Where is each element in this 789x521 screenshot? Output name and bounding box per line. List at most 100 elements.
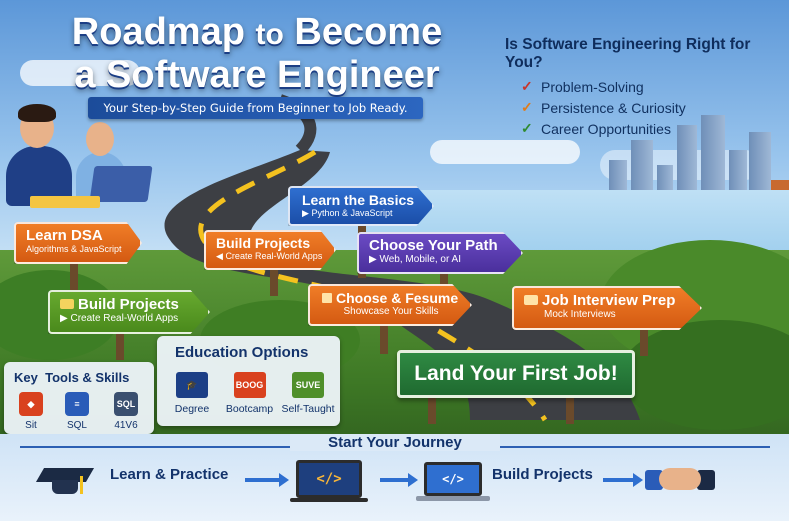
sign-subtitle-text: Web, Mobile, or AI [379,254,462,265]
cloud [430,140,580,164]
subtitle-banner: Your Step-by-Step Guide from Beginner to… [88,97,423,119]
notebook-icon [30,196,100,208]
sign-post [428,390,436,424]
sign-learn-basics: Learn the Basics ▶ Python & JavaScript [288,186,434,226]
fit-item: ✓ Career Opportunities [521,120,785,137]
briefcase-icon [524,295,538,305]
sign-choose-path: Choose Your Path ▶ Web, Mobile, or AI [357,232,523,274]
sign-subtitle: ▶ Python & JavaScript [302,208,422,219]
fit-heading: Is Software Engineering Right for You? [505,36,751,71]
checkmark-icon: ✓ [521,99,533,115]
play-icon: ▶ [60,313,68,324]
tool-label: SQL [66,420,87,431]
sign-land-first-job: Land Your First Job! [397,350,635,398]
sign-subtitle: Mock Interviews [544,309,616,320]
sign-post [640,322,648,356]
tool-label: 41V6 [114,420,138,431]
journey-title: Start Your Journey [290,434,500,451]
sign-title: Choose Your Path [369,237,498,254]
tool-git: ◆ Sit [14,392,48,431]
folder-icon [60,299,74,309]
sign-post [440,268,448,298]
arrow-right-icon [380,473,418,487]
bootcamp-icon: BOOG [233,372,266,398]
tools-heading: Key Tools & Skills [14,370,129,385]
sign-subtitle: Algorithms & JavaScript [26,244,122,254]
sign-subtitle-text: Create Real-World Apps [225,251,323,261]
key-tools-panel: Key Tools & Skills ◆ Sit ≡ SQL SQL 41V6 [4,362,154,434]
sign-post [270,260,278,296]
sign-title-text: Build Projects [78,296,179,313]
git-icon: ◆ [19,392,43,416]
code-glyph: </> [442,472,464,486]
sign-subtitle-text: Create Real-World Apps [70,313,179,324]
education-option-label: Self-Taught [281,403,335,415]
cloud [20,60,140,86]
education-heading: Education Options [175,344,309,361]
sign-title: Choose & Fesume [322,290,460,306]
fit-item-label: Problem-Solving [541,78,644,95]
sign-post [566,390,574,424]
sign-build-projects-left: Build Projects ▶ Create Real-World Apps [48,290,210,334]
sign-subtitle: ◀ Create Real-World Apps [216,251,326,262]
title-word-become: Become [294,11,443,53]
education-option-label: Degree [174,403,210,415]
fit-item: ✓ Persistence & Curiosity [521,99,785,116]
sign-subtitle: ▶ Create Real-World Apps [60,313,198,324]
fit-panel: Is Software Engineering Right for You? ✓… [505,36,785,141]
sign-post [70,250,78,290]
sign-post [116,326,124,360]
student-female-head [86,122,114,156]
tool-label: Sit [25,420,37,431]
education-option-label: Bootcamp [225,403,274,415]
students-illustration [0,100,160,210]
page-title: Roadmap to Become a Software Engineer [62,12,452,95]
tree [620,320,789,430]
play-icon: ▶ [369,254,377,265]
laptop-base [416,496,490,501]
laptop-code-icon: </> [424,462,482,496]
journey-step-learn: Learn & Practice [110,466,229,483]
sign-title: Learn the Basics [302,192,415,208]
checkmark-icon: ✓ [521,120,533,136]
sql-icon: SQL [114,392,138,416]
sign-subtitle-text: Python & JavaScript [311,208,393,218]
sign-title-text: Job Interview Prep [542,292,676,309]
title-word-to: to [255,18,284,51]
title-word-roadmap: Roadmap [71,11,245,53]
play-icon: ▶ [302,208,309,218]
sign-choose-resume: Choose & Fesume Showcase Your Skills [308,284,472,326]
sign-title: Build Projects [216,235,311,251]
tools-heading-b: Tools & Skills [45,370,130,385]
road-center-line [198,149,548,422]
tools-heading-a: Key [14,370,38,385]
tool-sql: ≡ SQL [60,392,94,431]
education-option-self-taught: SUVE Self-Taught [280,372,336,415]
arrow-right-icon [603,473,643,487]
code-glyph: </> [316,471,342,487]
sign-title-text: Choose & Fesume [336,290,459,306]
sign-title: Land Your First Job! [414,362,618,385]
sign-title: Learn DSA [26,227,103,244]
student-male-hair [18,104,56,122]
fit-item-label: Career Opportunities [541,120,671,137]
education-options-panel: Education Options 🎓 Degree BOOG Bootcamp… [157,336,340,426]
journey-step-build: Build Projects [492,466,593,483]
self-taught-icon: SUVE [292,372,324,398]
monitor-stand [290,498,368,502]
document-icon [322,293,332,303]
fit-item: ✓Problem-Solving [521,78,785,95]
sign-subtitle: ▶ Web, Mobile, or AI [369,254,513,265]
sign-build-projects-mid: Build Projects ◀ Create Real-World Apps [204,230,336,270]
graduation-cap-icon: 🎓 [176,372,208,398]
title-line-2: a Software Engineer [74,54,440,96]
sign-subtitle: Showcase Your Skills [343,306,439,317]
tool-sql-badge: SQL 41V6 [106,392,146,431]
arrow-right-icon [245,473,289,487]
arrow-icon: ◀ [216,251,223,261]
sign-post [380,320,388,354]
fit-item-label: Persistence & Curiosity [541,99,686,116]
handshake-icon [645,462,715,498]
education-option-degree: 🎓 Degree [167,372,217,415]
